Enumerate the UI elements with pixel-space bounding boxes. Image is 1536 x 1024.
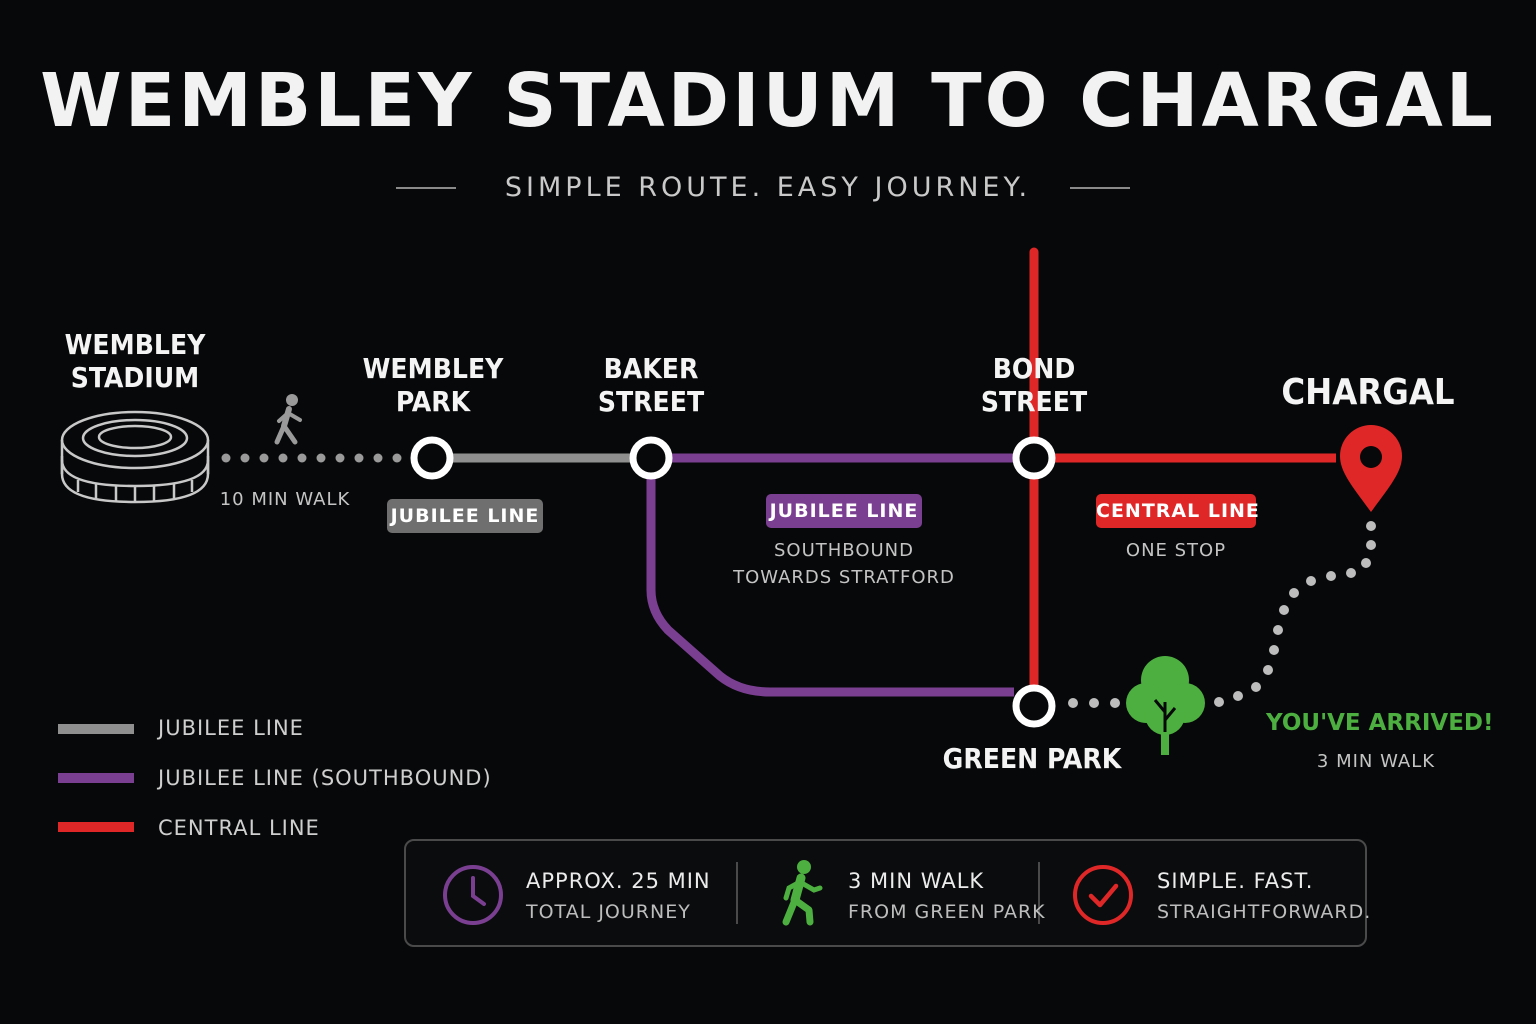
walking-person-icon (782, 860, 823, 926)
panel-divider (736, 862, 738, 924)
legend-swatch-jubilee (58, 724, 134, 734)
station-label-line1: BOND (992, 352, 1076, 385)
legend-label: CENTRAL LINE (158, 816, 320, 840)
origin-name-line1: WEMBLEY (64, 328, 206, 361)
station-label-line1: WEMBLEY (362, 352, 504, 385)
station-label-line2: PARK (395, 385, 471, 418)
legend-swatch-central (58, 822, 134, 832)
arrived-label: YOU'VE ARRIVED! (1266, 710, 1494, 736)
station-label-wembley-park[interactable]: WEMBLEY PARK (333, 352, 533, 418)
origin-name-line2: STADIUM (70, 361, 200, 394)
legend-label: JUBILEE LINE (SOUTHBOUND) (158, 766, 492, 790)
check-circle-icon (1073, 865, 1133, 925)
map-pin-icon (1340, 425, 1402, 512)
segment-detail-towards: TOWARDS STRATFORD (733, 567, 955, 588)
jubilee-southbound-curve (646, 478, 1014, 697)
station-label-line2: STREET (597, 385, 705, 418)
segment-detail-one-stop: ONE STOP (1125, 540, 1227, 561)
summary-sub: TOTAL JOURNEY (526, 901, 691, 923)
station-marker-green-park (1012, 684, 1056, 728)
station-marker-bond-street (1012, 436, 1056, 480)
summary-main: 3 MIN WALK (848, 869, 985, 893)
legend-label: JUBILEE LINE (158, 716, 304, 740)
walking-person-icon-small (274, 394, 302, 445)
station-label-line1: BAKER (603, 352, 699, 385)
origin-walk-label: 10 MIN WALK (219, 489, 351, 510)
origin-name: WEMBLEY STADIUM (35, 328, 235, 394)
station-label-line2: STREET (980, 385, 1088, 418)
segment-detail-southbound: SOUTHBOUND (774, 540, 914, 561)
summary-panel (404, 839, 1367, 947)
station-label-bond-street[interactable]: BOND STREET (934, 352, 1134, 418)
badge-central-line: CENTRAL LINE (1096, 494, 1259, 528)
legend-swatch-jubilee-southbound (58, 773, 134, 783)
panel-divider (1038, 862, 1040, 924)
tree-icon (1126, 656, 1205, 755)
stadium-icon (60, 410, 210, 504)
station-marker-wembley-park (410, 436, 454, 480)
station-label-baker-street[interactable]: BAKER STREET (551, 352, 751, 418)
page-subtitle: SIMPLE ROUTE. EASY JOURNEY. (504, 172, 1032, 203)
summary-sub: FROM GREEN PARK (848, 901, 1046, 923)
summary-main: APPROX. 25 MIN (526, 869, 711, 893)
destination-walk-label: 3 MIN WALK (1316, 751, 1436, 772)
summary-sub: STRAIGHTFORWARD. (1157, 901, 1372, 923)
destination-name[interactable]: CHARGAL (1281, 372, 1455, 413)
badge-jubilee-line: JUBILEE LINE (387, 499, 543, 533)
station-label-green-park[interactable]: GREEN PARK (942, 742, 1122, 775)
station-marker-baker-street (629, 436, 673, 480)
page-title: WEMBLEY STADIUM TO CHARGAL (40, 58, 1496, 144)
clock-icon (443, 865, 503, 925)
walk-path-green-park (1068, 521, 1376, 708)
summary-main: SIMPLE. FAST. (1157, 869, 1314, 893)
walk-path-start (221, 453, 402, 463)
subtitle-rule-left (396, 187, 456, 189)
badge-jubilee-southbound: JUBILEE LINE (766, 494, 922, 528)
subtitle-rule-right (1070, 187, 1130, 189)
